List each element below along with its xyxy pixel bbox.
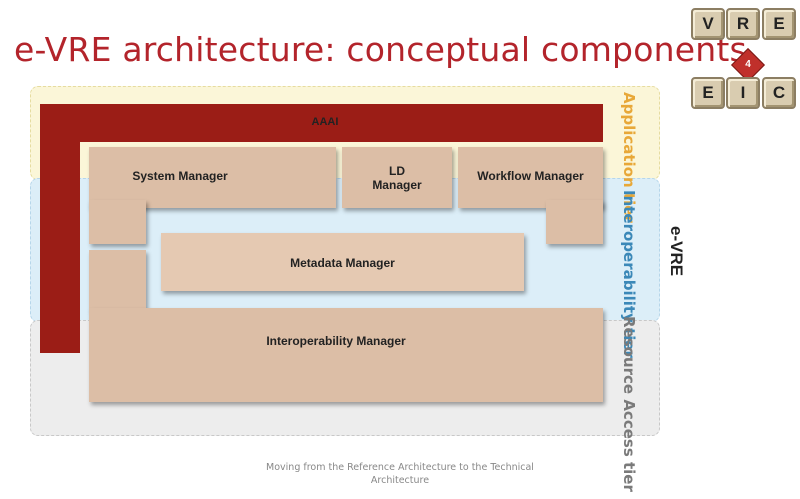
logo-tile-e2: E xyxy=(691,77,725,109)
interoperability-manager-left-arm xyxy=(89,250,146,310)
system-manager-label: System Manager xyxy=(132,169,228,183)
metadata-manager-box xyxy=(161,233,524,291)
system-manager-box xyxy=(89,147,336,208)
application-tier-label: Application tier xyxy=(620,92,638,223)
workflow-manager-box xyxy=(458,147,603,208)
ld-manager-label-line1: LD xyxy=(389,164,405,178)
page-title: e-VRE architecture: conceptual component… xyxy=(14,30,747,69)
aaai-bar xyxy=(40,104,603,142)
aaai-side-bar xyxy=(40,104,80,353)
interoperability-manager-box xyxy=(89,308,603,402)
interoperability-manager-label: Interoperability Manager xyxy=(266,334,406,348)
logo-tile-4-label: 4 xyxy=(745,59,751,70)
logo-tile-e: E xyxy=(762,8,796,40)
aaai-label: AAAI xyxy=(311,116,339,128)
evre-side-label: e-VRE xyxy=(667,226,686,277)
interoperability-tier-label: Interoperability tier xyxy=(620,190,638,358)
workflow-manager-right-arm xyxy=(546,200,603,244)
metadata-manager-label: Metadata Manager xyxy=(290,256,395,270)
system-manager-left-arm xyxy=(89,200,146,244)
vre4eic-logo: V R E 4 E I C xyxy=(688,5,800,109)
workflow-manager-label: Workflow Manager xyxy=(477,169,584,183)
ld-manager-label-line2: Manager xyxy=(372,178,422,192)
resource-access-tier-label: Resource Access tier xyxy=(620,316,638,492)
logo-tile-i: I xyxy=(726,77,760,109)
ld-manager-label: LD Manager xyxy=(342,164,452,192)
slide-footer: Moving from the Reference Architecture t… xyxy=(266,462,534,486)
logo-tile-r: R xyxy=(726,8,760,40)
ld-manager-box xyxy=(342,147,452,208)
logo-tile-v: V xyxy=(691,8,725,40)
logo-tile-c: C xyxy=(762,77,796,109)
